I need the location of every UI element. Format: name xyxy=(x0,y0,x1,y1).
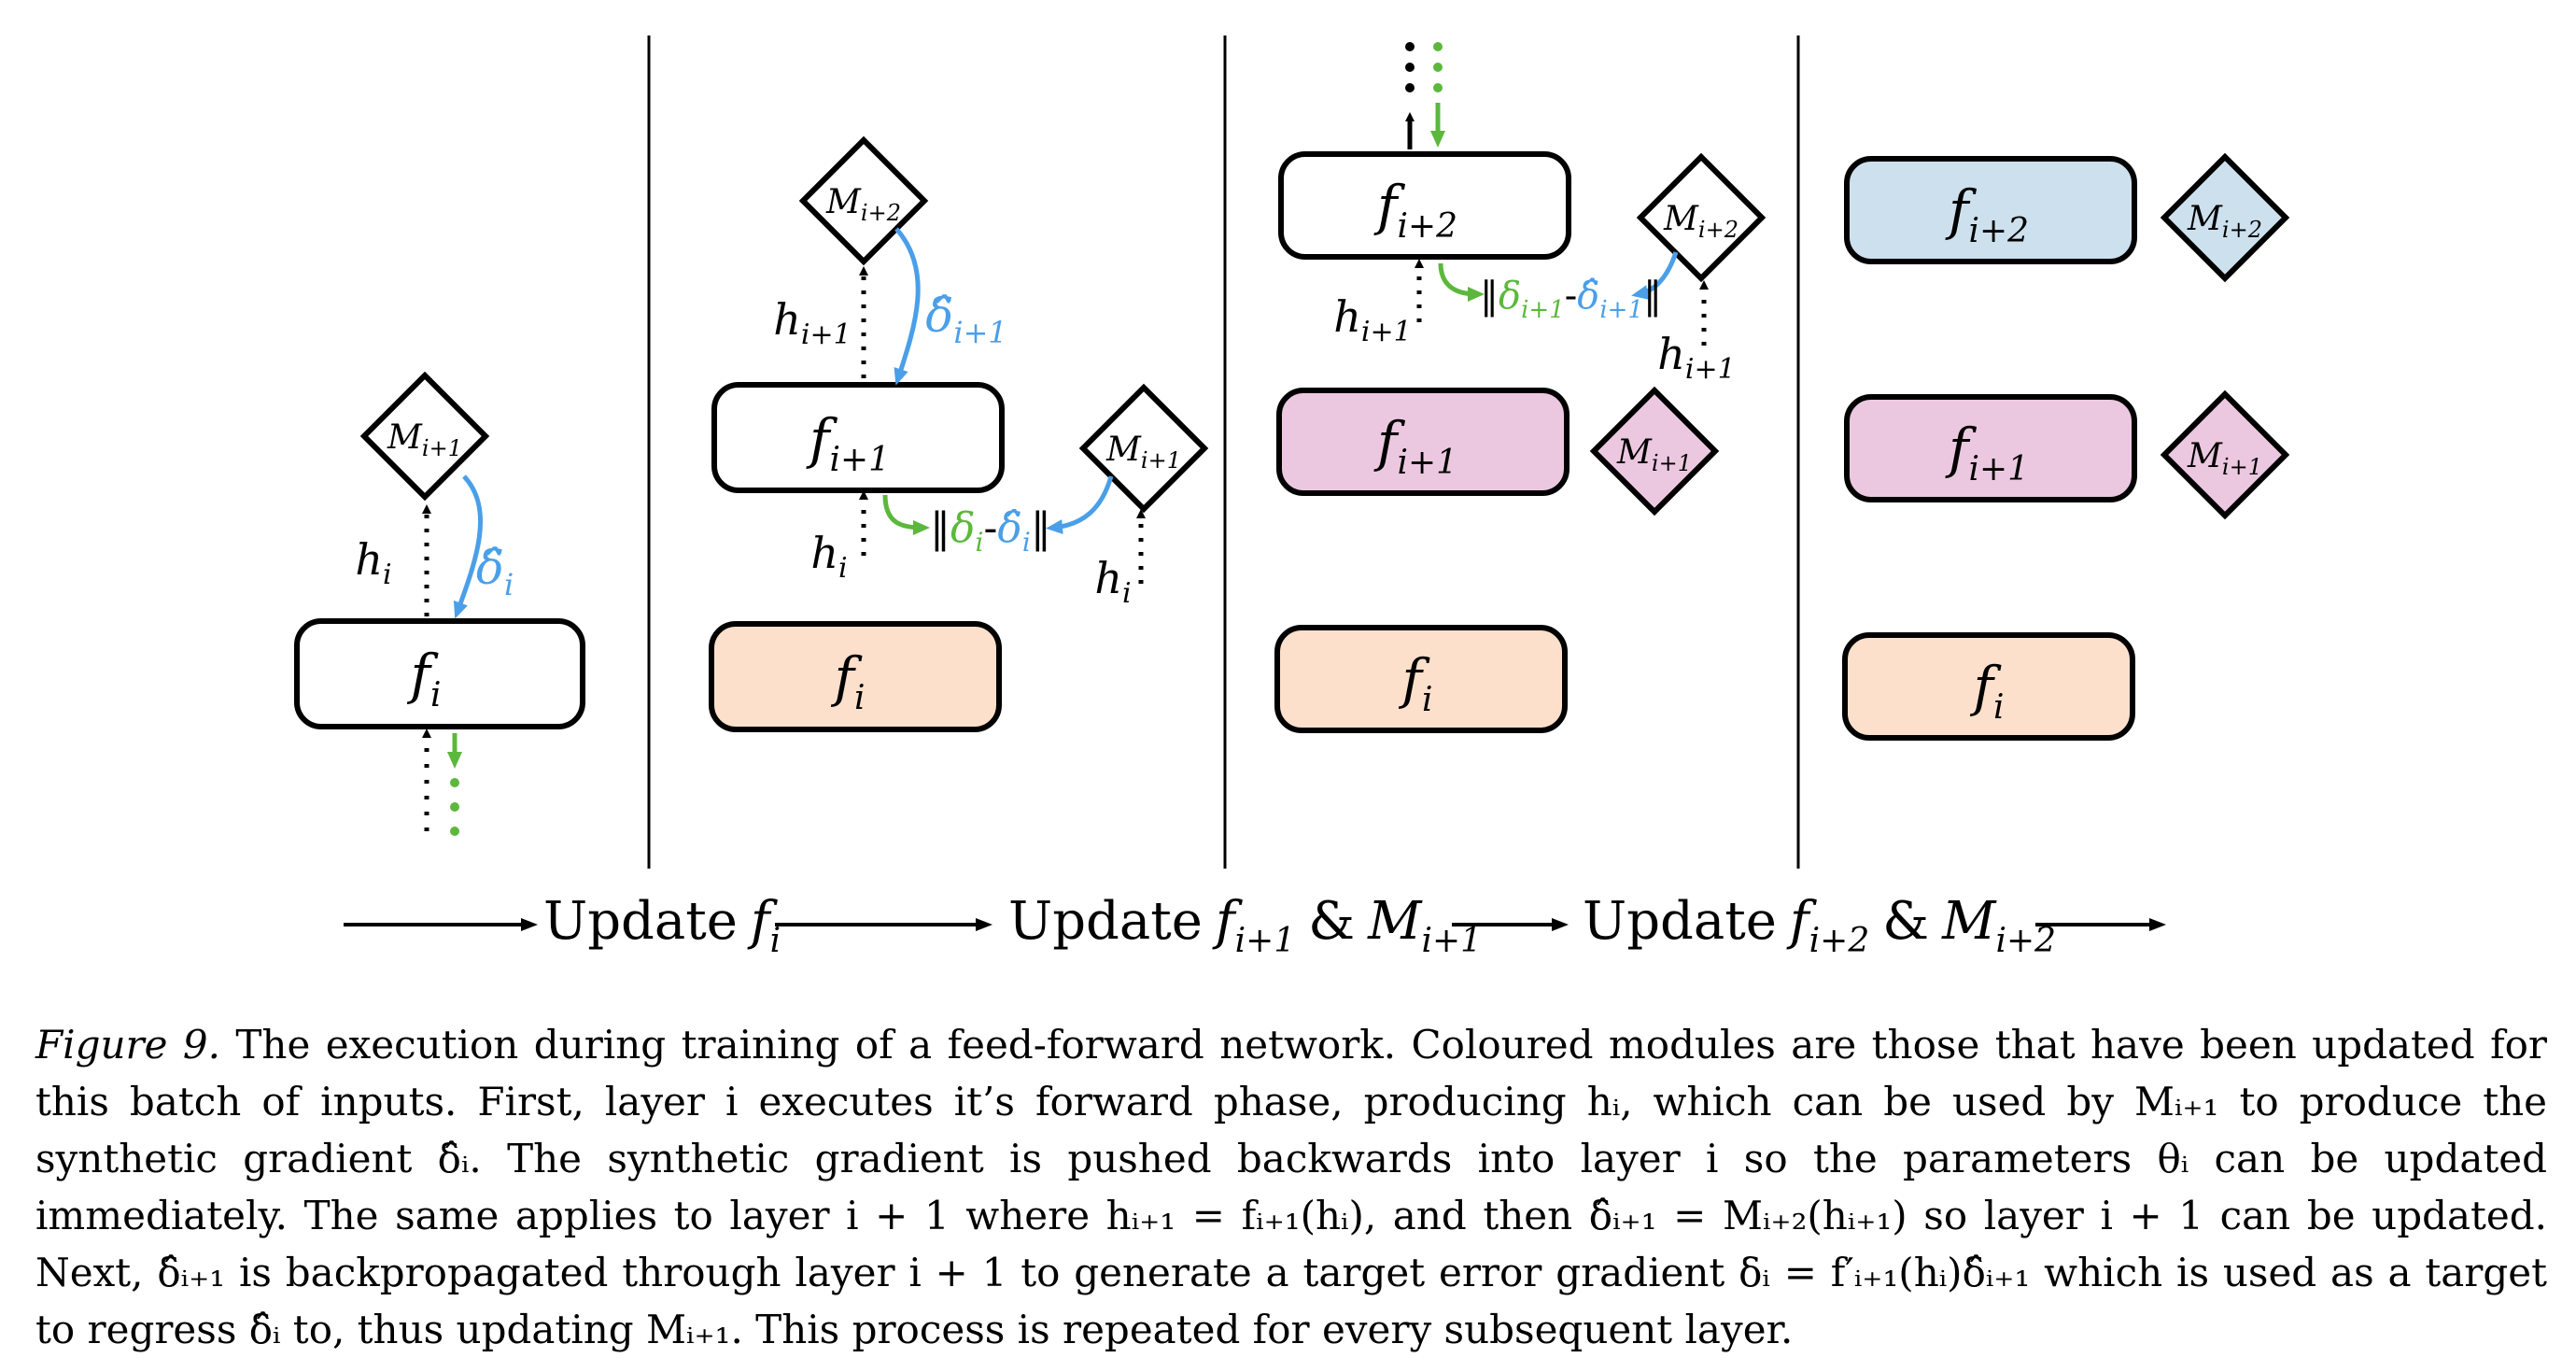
svg-text:hi+1: hi+1 xyxy=(773,294,851,351)
caption-text: The execution during training of a feed-… xyxy=(35,1022,2547,1352)
svg-text:δ̂i+1: δ̂i+1 xyxy=(925,289,1007,350)
svg-text:fi+1: fi+1 xyxy=(1945,417,2029,488)
module-f-i1 xyxy=(711,382,1005,493)
module-M-i2 xyxy=(798,135,929,266)
synthetic-gradient-arrow xyxy=(453,474,484,619)
svg-text:Mi+2: Mi+2 xyxy=(825,183,901,226)
svg-text:δ̂i: δ̂i xyxy=(476,541,514,602)
module-M-i1-updated xyxy=(2160,389,2290,520)
module-f-i-updated xyxy=(1842,632,2135,741)
svg-text:‖δi-δ̂i‖: ‖δi-δ̂i‖ xyxy=(930,504,1051,558)
svg-text:Mi+2: Mi+2 xyxy=(1663,200,1738,243)
svg-text:hi+1: hi+1 xyxy=(1657,329,1735,386)
svg-text:hi: hi xyxy=(355,534,391,591)
svg-text:Mi+1: Mi+1 xyxy=(387,418,462,461)
module-f-i2-updated xyxy=(1844,156,2137,264)
svg-text:hi: hi xyxy=(1094,553,1131,610)
training-diagram: fi Mi+1 hi δ̂i fi+1 fi Mi+2 Mi+1 hi+1 δ̂… xyxy=(294,35,2290,960)
module-f-i2 xyxy=(1278,151,1571,260)
svg-text:Mi+1: Mi+1 xyxy=(2187,437,2262,480)
module-M-i1-updated xyxy=(1589,386,1720,516)
svg-text:hi: hi xyxy=(810,528,847,585)
module-f-i1-updated xyxy=(1276,388,1570,496)
panel-3: fi+2 fi+1 fi Mi+2 Mi+1 hi+1 hi+1 ‖δi+1-δ… xyxy=(1274,42,1767,733)
svg-text:Mi+1: Mi+1 xyxy=(1616,433,1692,476)
panel-4: fi+2 fi+1 fi Mi+2 Mi+1 xyxy=(1842,152,2290,741)
svg-text:Mi+2: Mi+2 xyxy=(2187,200,2262,243)
module-f-i-updated xyxy=(1274,625,1568,733)
module-M-i2-updated xyxy=(2160,152,2290,283)
module-f-i-updated xyxy=(709,621,1002,732)
svg-text:hi+1: hi+1 xyxy=(1333,291,1411,348)
panel-1: fi Mi+1 hi δ̂i xyxy=(294,371,585,836)
svg-text:‖δi+1-δ̂i+1‖: ‖δi+1-δ̂i+1‖ xyxy=(1480,275,1662,324)
module-M-i1 xyxy=(359,371,490,502)
module-f-i xyxy=(294,618,585,729)
panel-2: fi+1 fi Mi+2 Mi+1 hi+1 δ̂i+1 hi hi ‖δi-δ… xyxy=(709,135,1209,732)
figure-caption: Figure 9. The execution during training … xyxy=(35,1016,2547,1358)
module-M-i2 xyxy=(1636,152,1767,283)
figure-label: Figure 9. xyxy=(35,1022,220,1068)
module-f-i1-updated xyxy=(1844,394,2137,502)
svg-text:Mi+1: Mi+1 xyxy=(1105,431,1181,474)
